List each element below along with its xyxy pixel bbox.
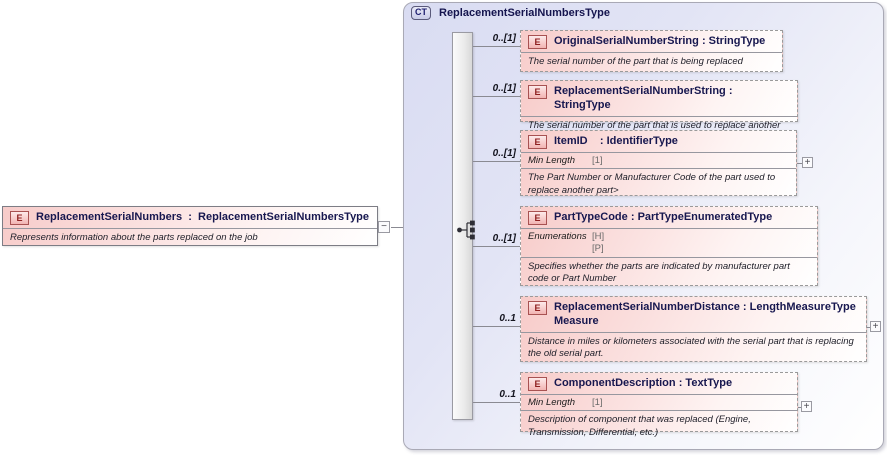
element-title[interactable]: E ReplacementSerialNumberDistance : Leng… bbox=[521, 297, 866, 332]
complex-type-header: CT ReplacementSerialNumbersType bbox=[411, 6, 610, 20]
element-title[interactable]: E ItemID : IdentifierType bbox=[521, 131, 796, 152]
element-box-parttypecode[interactable]: E PartTypeCode : PartTypeEnumeratedType … bbox=[520, 206, 818, 286]
connector-line bbox=[473, 161, 520, 162]
element-box-originalserialnumberstring[interactable]: E OriginalSerialNumberString : StringTyp… bbox=[520, 30, 783, 72]
element-box-replacementserialnumberstring[interactable]: E ReplacementSerialNumberString : String… bbox=[520, 80, 798, 143]
element-name: ReplacementSerialNumberString : StringTy… bbox=[554, 85, 733, 111]
cardinality-label: 0..1 bbox=[499, 389, 516, 400]
element-type: TextType bbox=[685, 377, 733, 389]
title-divider bbox=[3, 228, 377, 229]
element-type: LengthMeasureType Measure bbox=[554, 301, 856, 327]
type-separator: : bbox=[599, 135, 604, 147]
element-badge-icon: E bbox=[528, 211, 547, 225]
element-name: ReplacementSerialNumberDistance : Length… bbox=[554, 301, 856, 327]
element-title[interactable]: E ReplacementSerialNumberString : String… bbox=[521, 81, 797, 116]
sequence-bar bbox=[452, 32, 473, 420]
element-name: ItemID : IdentifierType bbox=[554, 135, 678, 147]
title-divider bbox=[521, 115, 797, 117]
sequence-compositor-icon[interactable] bbox=[455, 219, 481, 241]
element-title[interactable]: E ComponentDescription : TextType bbox=[521, 373, 797, 394]
componentdescription-expand-toggle[interactable]: + bbox=[801, 401, 812, 412]
type-separator: : bbox=[630, 211, 635, 223]
element-annotation: Description of component that was replac… bbox=[528, 414, 751, 438]
type-separator: : bbox=[728, 85, 733, 97]
expand-stub-line bbox=[867, 327, 871, 328]
facet-value: [1] bbox=[592, 155, 603, 166]
root-element-annotation: Represents information about the parts r… bbox=[10, 232, 258, 243]
cardinality-label: 0..[1] bbox=[492, 233, 516, 244]
root-element-type: ReplacementSerialNumbersType bbox=[198, 211, 370, 223]
title-divider bbox=[521, 394, 797, 395]
title-divider bbox=[521, 52, 782, 53]
facet-row: Enumerations [H] [P] bbox=[521, 229, 817, 257]
element-badge-icon: E bbox=[528, 377, 547, 391]
complex-type-title: ReplacementSerialNumbersType bbox=[439, 6, 610, 19]
element-annotation: The Part Number or Manufacturer Code of … bbox=[528, 172, 776, 196]
facet-row: Min Length [1] bbox=[521, 153, 796, 168]
facet-divider bbox=[521, 256, 817, 258]
plus-icon: + bbox=[803, 400, 810, 412]
element-badge-icon: E bbox=[528, 85, 547, 99]
title-divider bbox=[521, 152, 796, 153]
element-title[interactable]: E PartTypeCode : PartTypeEnumeratedType bbox=[521, 207, 817, 228]
element-annotation: Distance in miles or kilometers associat… bbox=[528, 335, 854, 359]
element-box-itemid[interactable]: E ItemID : IdentifierType Min Length [1]… bbox=[520, 130, 797, 196]
connector-line bbox=[473, 46, 520, 47]
element-badge-icon: E bbox=[528, 135, 547, 149]
title-divider bbox=[521, 228, 817, 229]
type-separator: : bbox=[742, 301, 747, 313]
root-element-name: ReplacementSerialNumbers : ReplacementSe… bbox=[36, 211, 370, 223]
element-box-componentdescription[interactable]: E ComponentDescription : TextType Min Le… bbox=[520, 372, 798, 438]
element-name: OriginalSerialNumberString : StringType bbox=[554, 35, 766, 47]
facet-label: Min Length bbox=[528, 397, 576, 408]
expand-stub-line bbox=[798, 407, 802, 408]
root-collapse-toggle[interactable]: − bbox=[378, 221, 390, 233]
element-badge-icon: E bbox=[528, 301, 547, 315]
root-element-title[interactable]: E ReplacementSerialNumbers : Replacement… bbox=[3, 207, 377, 228]
cardinality-label: 0..1 bbox=[499, 313, 516, 324]
facet-label: Min Length bbox=[528, 155, 576, 166]
element-badge-icon: E bbox=[10, 211, 29, 225]
facet-value: [P] bbox=[592, 243, 604, 255]
facet-value: [H] bbox=[592, 231, 605, 242]
root-element-box[interactable]: E ReplacementSerialNumbers : Replacement… bbox=[2, 206, 378, 246]
type-separator: : bbox=[701, 35, 706, 47]
minus-icon: − bbox=[381, 221, 387, 232]
element-annotation: Specifies whether the parts are indicate… bbox=[528, 260, 790, 285]
title-divider bbox=[521, 331, 866, 333]
facet-label: Enumerations bbox=[528, 231, 587, 242]
plus-icon: + bbox=[872, 320, 879, 332]
element-type: IdentifierType bbox=[606, 135, 678, 147]
element-name: ComponentDescription : TextType bbox=[554, 377, 733, 389]
type-separator: : bbox=[678, 377, 683, 389]
type-separator: : bbox=[188, 211, 192, 223]
connector-line bbox=[473, 402, 520, 403]
cardinality-label: 0..[1] bbox=[492, 33, 516, 44]
element-type: PartTypeEnumeratedType bbox=[637, 211, 773, 223]
facet-row: Min Length [1] bbox=[521, 395, 797, 410]
facet-divider bbox=[521, 410, 797, 412]
complex-type-badge-icon: CT bbox=[411, 6, 431, 20]
itemid-expand-toggle[interactable]: + bbox=[802, 157, 813, 168]
connector-line bbox=[473, 326, 520, 327]
element-type: StringType bbox=[554, 98, 611, 111]
element-annotation: The serial number of the part that is be… bbox=[528, 56, 743, 67]
facet-divider bbox=[521, 168, 796, 170]
facet-value: [1] bbox=[592, 397, 603, 408]
element-box-replacementserialnumberdistance[interactable]: E ReplacementSerialNumberDistance : Leng… bbox=[520, 296, 867, 362]
distance-expand-toggle[interactable]: + bbox=[870, 321, 881, 332]
plus-icon: + bbox=[804, 156, 811, 168]
element-badge-icon: E bbox=[528, 35, 547, 49]
expand-stub-line bbox=[797, 163, 802, 164]
connector-line bbox=[473, 96, 520, 97]
element-type: StringType bbox=[708, 35, 766, 47]
element-name: PartTypeCode : PartTypeEnumeratedType bbox=[554, 211, 773, 223]
connector-line bbox=[473, 246, 520, 247]
element-title[interactable]: E OriginalSerialNumberString : StringTyp… bbox=[521, 31, 782, 52]
cardinality-label: 0..[1] bbox=[492, 83, 516, 94]
cardinality-label: 0..[1] bbox=[492, 148, 516, 159]
